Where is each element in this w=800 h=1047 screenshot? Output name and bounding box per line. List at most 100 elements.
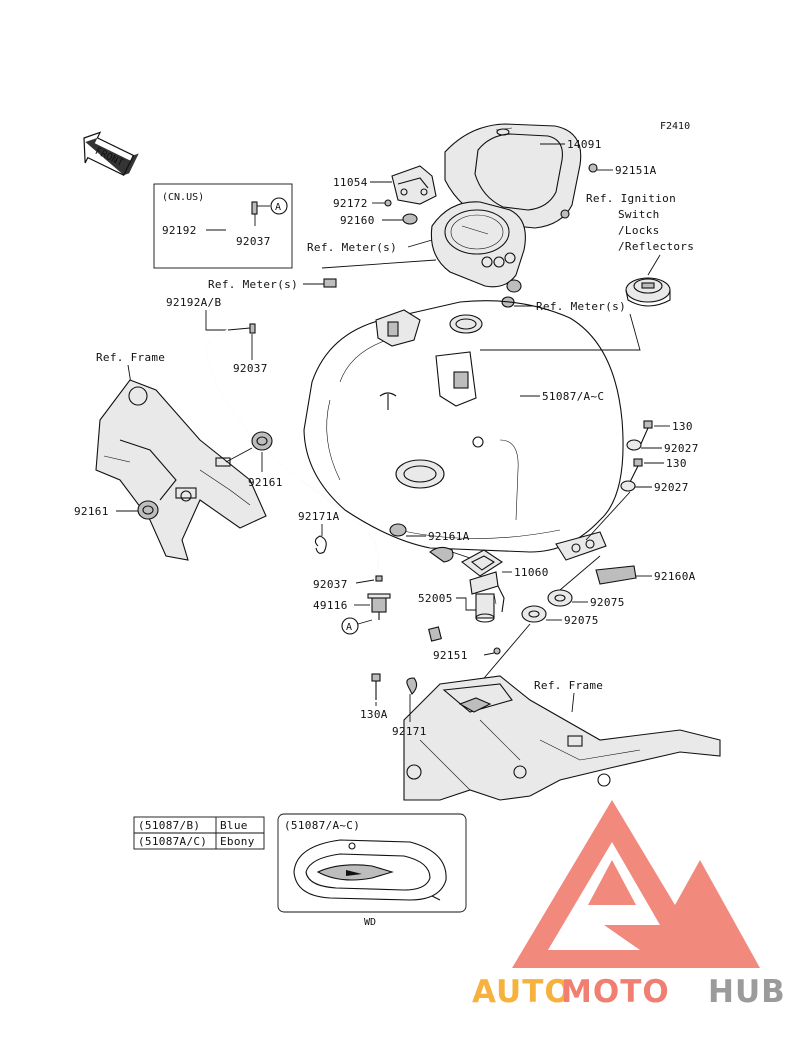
label-92027-lower: 92027 [654,481,689,494]
label-92192ab: 92192A/B [166,296,221,309]
label-14091: 14091 [567,138,602,151]
grommet-92161a [389,523,407,537]
grommet-92160 [402,213,418,225]
ignition-cap-part [625,277,671,307]
callout-a-main-letter: A [346,622,352,633]
filler-neck [449,314,483,334]
label-92161a: 92161A [428,530,470,543]
watermark-word-auto: AUTO [472,974,572,1010]
figure-id: F2410 [660,121,690,132]
frame-section-lower [403,675,721,801]
meter-connector [323,278,337,288]
bolt-130-upper [639,420,653,447]
tank-console [435,351,477,407]
label-92027-upper: 92027 [664,442,699,455]
screw-92172 [384,199,392,207]
hose-92192-part [225,195,245,248]
clamp-92037-mid [375,575,383,582]
ref-frame-a: Ref. Frame [96,351,165,364]
bushing-92161-left [137,500,159,520]
meter-grommet [506,279,522,293]
callout-a-main [341,617,359,635]
tank-inset-drawing [293,839,447,901]
meter-assembly [430,201,526,288]
label-92171a: 92171A [298,510,340,523]
frame-mount-bolt [215,457,231,467]
valve-49116 [367,593,391,620]
label-52005: 52005 [418,592,453,605]
color-table-code-1: (51087/B) [138,819,200,832]
label-49116: 49116 [313,599,348,612]
color-table [133,816,265,850]
cn-us-label: (CN.US) [162,192,204,203]
bushing-92161-right [251,431,273,451]
label-11054: 11054 [333,176,368,189]
callout-a-inset [270,197,288,215]
damper-92075-lower [521,605,547,623]
label-51087: 51087/A~C [542,390,604,403]
bracket-11054 [391,165,437,205]
label-92151: 92151 [433,649,468,662]
label-130a: 130A [360,708,388,721]
color-table-color-2: Ebony [220,835,255,848]
collar-92027-upper [626,439,642,451]
label-92192: 92192 [162,224,197,237]
label-92075-upper: 92075 [590,596,625,609]
ref-meter-a: Ref. Meter(s) [307,241,397,254]
cover-screw [560,209,570,219]
watermark-inner-shape [588,860,636,905]
collar-92027-lower [620,480,636,492]
label-92037-mid: 92037 [313,578,348,591]
callout-a-inset-letter: A [275,202,281,213]
label-92161-right: 92161 [248,476,283,489]
ref-ignition-line1: Ref. Ignition [586,192,676,205]
clip-92171a [314,535,327,554]
fuel-outlet-pipe [428,621,477,642]
label-92037-inset: 92037 [236,235,271,248]
gasket-11060 [460,549,504,577]
ref-ignition-line3: /Locks [618,224,660,237]
ref-ignition-line2: Switch [618,208,660,221]
ref-meter-b: Ref. Meter(s) [208,278,298,291]
screw-92151 [493,647,501,655]
label-92161-left: 92161 [74,505,109,518]
tank-inset-caption: WD [364,917,376,928]
front-arrow-icon: FRONT [83,131,139,176]
color-table-code-2: (51087A/C) [138,835,207,848]
clip-92171 [406,677,418,695]
watermark-word-moto: MOTO [561,974,670,1010]
clamp-92037-top [249,323,256,334]
breather-hose-92192ab [205,329,380,569]
label-130-lower: 130 [666,457,687,470]
label-92171: 92171 [392,725,427,738]
label-130-upper: 130 [672,420,693,433]
label-92160a: 92160A [654,570,696,583]
bolt-130-lower [629,458,643,483]
label-92037-top: 92037 [233,362,268,375]
label-92172: 92172 [333,197,368,210]
label-92160: 92160 [340,214,375,227]
pump-connector [429,546,454,563]
label-11060: 11060 [514,566,549,579]
clamp-92037-inset [251,201,258,215]
watermark-word-hub: HUB [708,974,786,1010]
fuel-tank-51087 [303,300,624,561]
ref-ignition-line4: /Reflectors [618,240,694,253]
pad-92160a [595,565,637,585]
damper-92075-upper [547,589,573,607]
fuel-pump-plate [395,459,445,489]
watermark-logo [512,800,760,968]
fuel-pump-52005 [469,571,505,623]
color-table-color-1: Blue [220,819,248,832]
tank-inset-title: (51087/A~C) [284,819,360,832]
label-92151a: 92151A [615,164,657,177]
tank-inset-box [277,813,467,913]
frame-section-left [95,379,267,561]
bolt-130a [371,673,381,700]
label-92075-lower: 92075 [564,614,599,627]
screw-92151a [588,163,598,173]
ref-meter-c: Ref. Meter(s) [536,300,626,313]
ref-frame-b: Ref. Frame [534,679,603,692]
